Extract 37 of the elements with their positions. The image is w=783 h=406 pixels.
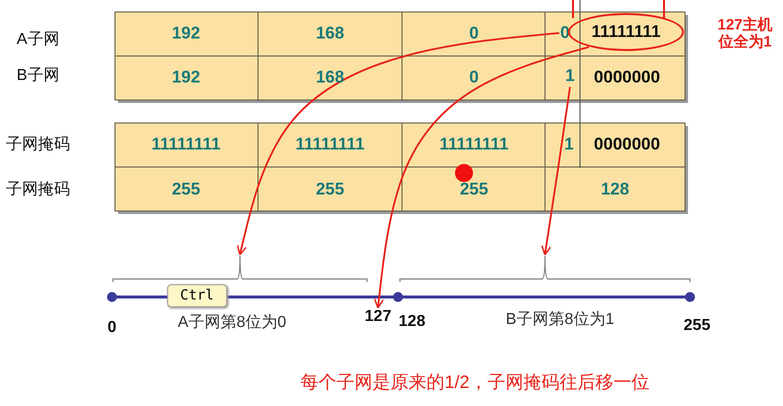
cell-value: 0 [469,68,479,88]
range-bracket [399,255,691,282]
range-label: A子网第8位为0 [178,314,286,332]
caption: 每个子网是原来的1/2，子网掩码往后移一位 [300,373,650,393]
cell-value: 168 [316,68,344,88]
key-hint: Ctrl [167,284,227,308]
row-label: 子网掩码 [6,181,70,199]
arrow [236,32,560,256]
cell-value: 192 [172,24,200,44]
highlighted-value: 11111111 [568,13,684,51]
row-label: B子网 [16,67,60,85]
cell-value: 1 [565,66,575,86]
cell-value: 255 [172,180,200,200]
row-label: 子网掩码 [6,136,70,154]
cell-value: 11111111 [151,136,221,154]
cell-value: 11111111 [295,136,365,154]
cell-value: 255 [460,180,488,200]
callout-text: 127主机位全为1 [716,18,774,50]
cell-value: 127 [364,308,392,326]
cell-value: 255 [316,180,344,200]
cell-value: 168 [316,24,344,44]
cell-value: 1 [564,136,574,154]
range-label: B子网第8位为1 [506,311,614,329]
axis-tick-label: 0 [108,319,116,337]
axis-tick-label: 128 [398,313,426,331]
axis-tick-label: 255 [684,317,710,335]
cell-value: 192 [172,68,200,88]
cell-value: 0000000 [594,136,660,154]
range-bracket [112,255,368,282]
row-label: A子网 [16,31,60,49]
arrow [541,86,571,256]
cell-value: 0 [469,24,479,44]
arrow [374,46,590,309]
cell-value: 128 [600,180,630,200]
cell-value: 0000000 [594,68,660,88]
cell-value: 11111111 [439,136,509,154]
cell-value: 0 [560,23,570,43]
